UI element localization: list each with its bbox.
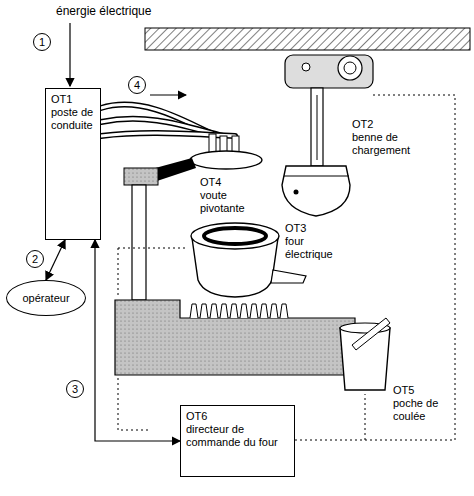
energy-arrow: [69, 23, 70, 86]
part-name: four électrique: [285, 235, 349, 261]
rack-tooth: [280, 304, 288, 318]
rack-tooth: [190, 304, 198, 318]
furnace-opening: [204, 228, 266, 244]
part-code: OT3: [285, 222, 306, 235]
column-collar: [124, 168, 158, 185]
furnace-spout: [271, 270, 306, 283]
rack-tooth: [270, 304, 278, 318]
pivoting-roof: [190, 151, 262, 169]
rack-tooth: [250, 304, 258, 318]
trolley-wheel: [302, 63, 310, 71]
node-title: opérateur: [12, 292, 80, 305]
part-code: OT4: [200, 176, 221, 189]
base: [115, 300, 355, 375]
ladle-handle: [352, 318, 390, 350]
connector: [46, 240, 65, 280]
node-text: poste de conduite: [51, 106, 95, 132]
callout-number: 1: [33, 33, 51, 51]
rack-tooth: [220, 304, 228, 318]
control-station-box: OT1poste de conduite: [45, 88, 101, 240]
part-name: voute pivotante: [200, 189, 262, 215]
bucket-rim: [284, 176, 349, 177]
part-name: poche de coulée: [393, 397, 453, 423]
hoist-drum-inner: [344, 62, 356, 74]
bucket-pivot: [294, 190, 299, 195]
part-name: benne de chargement: [352, 131, 432, 157]
node-title: OT1: [51, 93, 95, 106]
rack-tooth: [240, 304, 248, 318]
ceiling: [145, 28, 470, 50]
part-code: OT2: [352, 118, 373, 131]
command-line: [118, 378, 150, 430]
command-line: [295, 95, 455, 440]
command-line: [365, 394, 366, 440]
rack-tooth: [260, 304, 268, 318]
part-code: OT5: [393, 384, 414, 397]
hoist-drum: [338, 56, 362, 80]
callout-number: 4: [128, 76, 146, 94]
cables: [101, 105, 235, 136]
connector: [95, 240, 180, 441]
callout-number: 2: [26, 250, 44, 268]
rack-tooth: [230, 304, 238, 318]
node-title: OT6: [186, 410, 289, 423]
rack-tooth: [200, 304, 208, 318]
power-arrow: [150, 94, 186, 95]
column: [132, 185, 146, 300]
input-label: énergie électrique: [56, 5, 151, 18]
furnace-top: [191, 223, 279, 249]
command-line: [118, 248, 186, 249]
trolley: [285, 55, 373, 88]
hanger-slot: [317, 95, 318, 160]
furnace-controller-box: OT6directeur de commande du four: [180, 405, 295, 477]
node-text: directeur de commande du four: [186, 423, 289, 449]
operator-ellipse: opérateur: [6, 280, 86, 316]
rack-tooth: [210, 304, 218, 318]
callout-number: 3: [66, 380, 84, 398]
gear-rack: [190, 304, 288, 318]
charging-bucket: [282, 166, 350, 216]
hanger-bar: [311, 88, 323, 166]
command-line: [118, 248, 119, 296]
